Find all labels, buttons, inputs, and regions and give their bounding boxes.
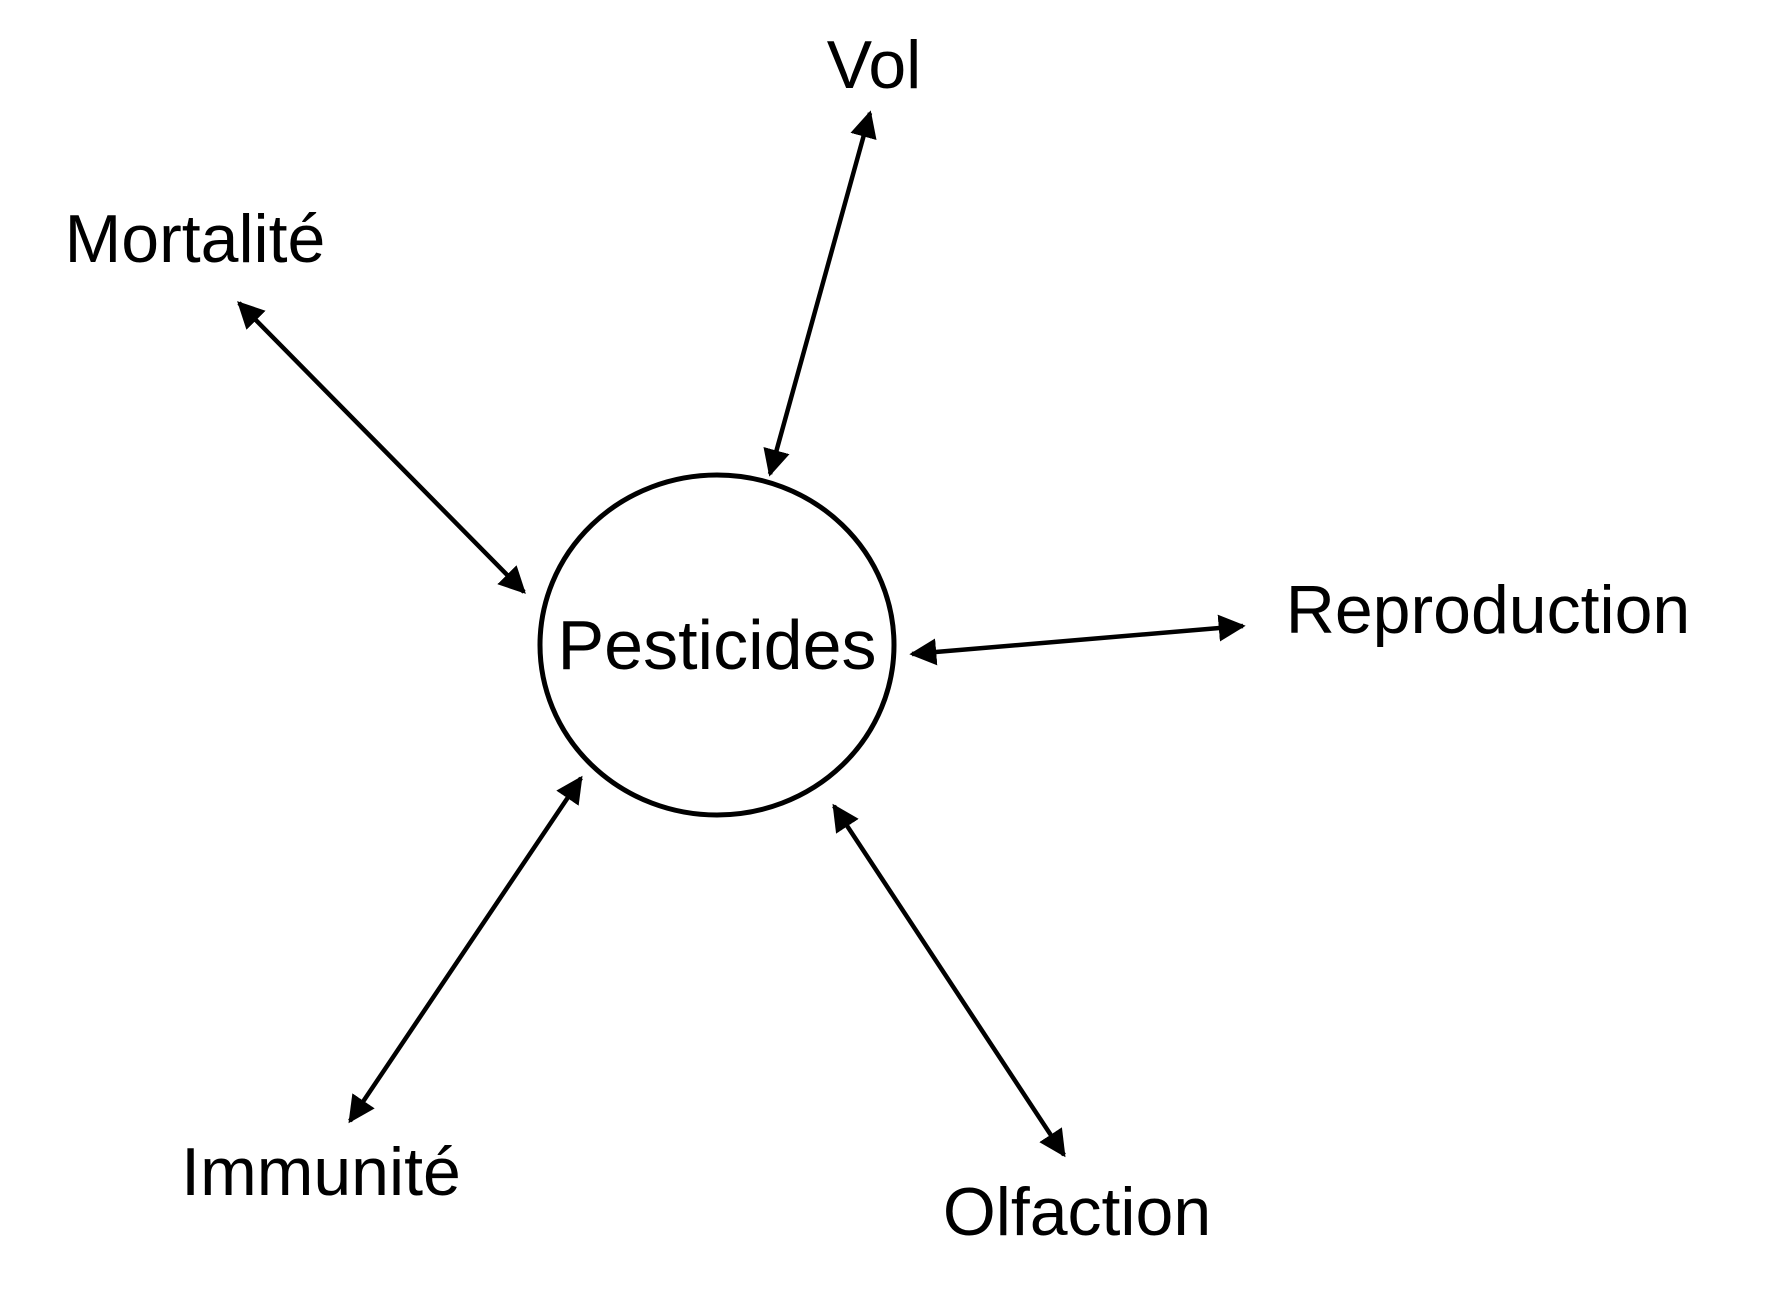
node-label-vol: Vol	[827, 27, 922, 103]
center-node: Pesticides	[537, 472, 897, 818]
center-circle	[537, 472, 897, 818]
connector-immunite	[348, 775, 583, 1124]
connector-mortalite	[237, 301, 526, 594]
connector-olfaction	[832, 803, 1066, 1158]
node-label-olfaction: Olfaction	[943, 1174, 1211, 1250]
center-label: Pesticides	[557, 606, 876, 684]
connector-reproduction	[909, 614, 1246, 666]
node-label-immunite: Immunité	[181, 1134, 461, 1210]
node-label-mortalite: Mortalité	[65, 201, 326, 277]
node-label-reproduction: Reproduction	[1286, 572, 1690, 648]
connector-vol	[763, 110, 877, 477]
